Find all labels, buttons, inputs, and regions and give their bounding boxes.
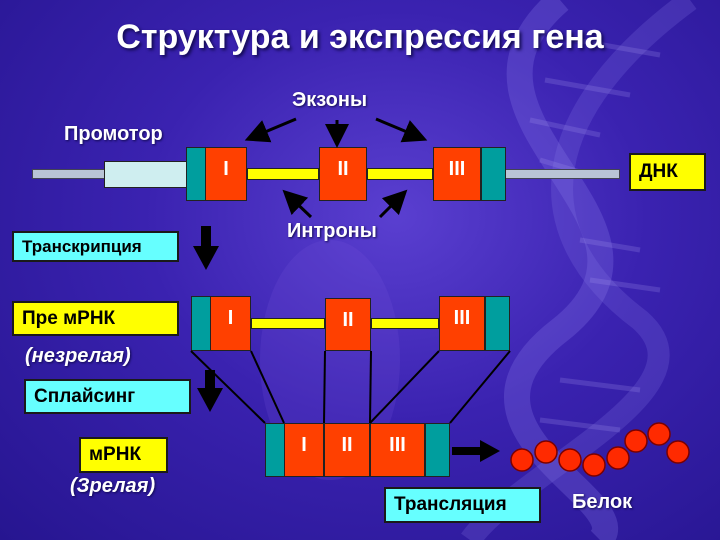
splicing-lines (190, 350, 511, 424)
dna-exon-3: III (433, 147, 481, 201)
transcription-label-box: Транскрипция (12, 231, 179, 262)
pre-mrna-intron-2 (371, 318, 439, 329)
pre-mrna-exon-1: I (210, 296, 251, 351)
immature-label: (незрелая) (25, 345, 131, 367)
splicing-label-box: Сплайсинг (24, 379, 191, 414)
splicing-arrow (197, 370, 223, 412)
exon-arrow-1 (244, 117, 297, 143)
pre-mrna-intron-1 (251, 318, 325, 329)
mrna-exon-1: I (284, 423, 324, 477)
exons-label: Экзоны (292, 89, 368, 111)
translation-label-box: Трансляция (384, 487, 541, 523)
promoter-label: Промотор (64, 123, 163, 145)
pre-mrna-cap-right (485, 296, 510, 351)
intron-arrow-1 (282, 189, 313, 219)
mrna-exon-2: II (324, 423, 370, 477)
protein-chain (510, 422, 690, 477)
transcription-arrow (193, 226, 219, 270)
page-title: Структура и экспрессия гена (116, 18, 604, 56)
pre-mrna-exon-2: II (325, 298, 371, 351)
intron-arrow-2 (378, 189, 408, 219)
translation-arrow (452, 440, 500, 462)
dna-exon-1: I (205, 147, 247, 201)
introns-label: Интроны (287, 220, 377, 242)
dna-cap-right (481, 147, 506, 201)
intron-1 (247, 168, 319, 180)
protein-label: Белок (572, 491, 633, 513)
mature-label: (Зрелая) (70, 475, 156, 497)
pre-mrna-exon-3: III (439, 296, 485, 351)
intron-2 (367, 168, 433, 180)
exon-arrow-3 (375, 117, 428, 143)
pre-mrna-label-box: Пре мРНК (12, 301, 179, 336)
promoter-region (104, 161, 188, 188)
dna-exon-2: II (319, 147, 367, 201)
mrna-exon-3: III (370, 423, 425, 477)
mrna-label-box: мРНК (79, 437, 168, 473)
dna-label-box: ДНК (629, 153, 706, 191)
mrna-cap-right (425, 423, 450, 477)
